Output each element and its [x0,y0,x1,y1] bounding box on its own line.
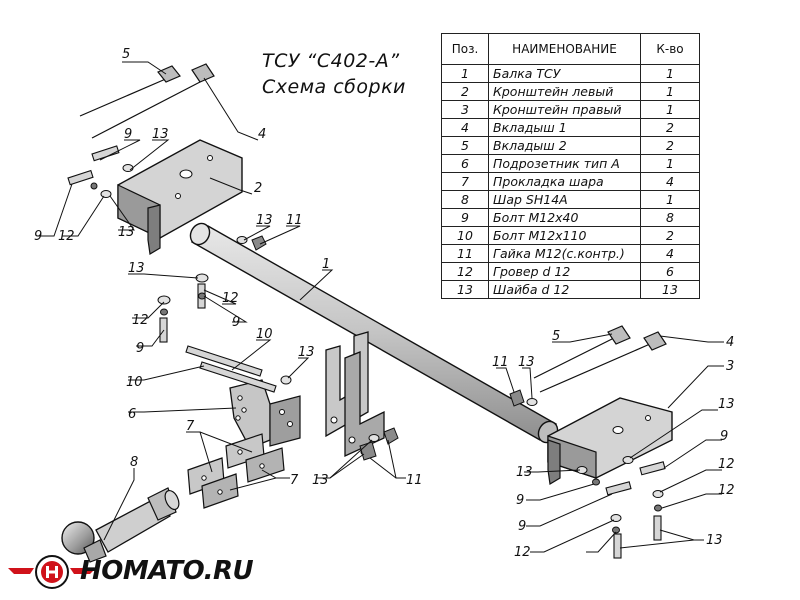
callout-9: 9 [518,519,526,534]
callout-13: 13 [516,465,533,480]
callout-13: 13 [128,261,145,276]
callout-11: 11 [406,473,423,488]
callout-6: 6 [128,407,136,422]
callout-11: 11 [286,213,303,228]
washers-nuts [90,164,664,534]
callout-7: 7 [186,419,195,434]
drawing-subtitle: Схема сборки [262,76,406,98]
callout-13: 13 [718,397,735,412]
drawing-title: ТСУ “С402-А” [262,50,400,72]
callout-12: 12 [132,313,149,328]
callout-12: 12 [718,483,735,498]
callout-2: 2 [254,181,262,196]
callout-4: 4 [726,335,734,350]
ball-spacers-part-7 [187,433,285,509]
callout-5: 5 [122,47,130,62]
row-name: Гайка М12(с.контр.) [488,244,641,263]
callout-9: 9 [124,127,132,142]
row-name: Шар SH14A [488,190,641,209]
row-qty: 13 [640,280,700,299]
callout-10: 10 [126,375,143,390]
tow-ball-part-8 [61,487,180,563]
callout-13: 13 [298,345,315,360]
callout-12: 12 [58,229,75,244]
callout-4: 4 [258,127,266,142]
callout-13: 12 [718,457,735,472]
callout-13: 12 [514,545,531,560]
callout-13: 13 [312,473,329,488]
leader-lines [38,61,724,553]
callout-13: 13 [152,127,169,142]
inserts-left [79,63,215,139]
row-qty: 2 [640,226,700,245]
row-name: Болт М12х40 [488,208,641,227]
site-logo-text: HOMATO.RU [80,556,254,586]
col-qty: К-во [640,33,700,65]
row-name: Кронштейн левый [488,82,641,101]
col-pos: Поз. [441,33,489,65]
inserts-right [533,325,667,393]
callout-12: 12 [222,291,239,306]
callout-labels: 5 4 9 13 2 9 12 13 13 11 1 13 12 12 9 9 … [34,47,735,560]
callout-9: 13 [706,533,723,548]
bolt-m12x110 [185,345,277,393]
callout-13: 13 [118,225,135,240]
callout-9: 9 [232,315,240,330]
callout-12: 9 [516,493,524,508]
callout-8: 8 [130,455,138,470]
row-name: Шайба d 12 [488,280,641,299]
callout-9: 9 [136,341,144,356]
row-pos: 13 [441,280,489,299]
callout-3: 3 [726,359,734,374]
callout-11: 11 [492,355,509,370]
beam-part-1 [189,222,559,458]
callout-13: 13 [256,213,273,228]
callout-10: 10 [256,327,273,342]
callout-5: 5 [552,329,560,344]
callout-1: 1 [322,257,330,272]
callout-7: 7 [290,473,299,488]
callout-13: 13 [518,355,535,370]
homato-logo-icon [8,555,96,589]
row-name: Балка ТСУ [488,64,641,83]
callout-9: 9 [720,429,728,444]
callout-9: 9 [34,229,42,244]
row-name: Вкладыш 2 [488,136,641,155]
socket-plate-part-6 [229,379,301,449]
row-name: Болт М12х110 [488,226,641,245]
